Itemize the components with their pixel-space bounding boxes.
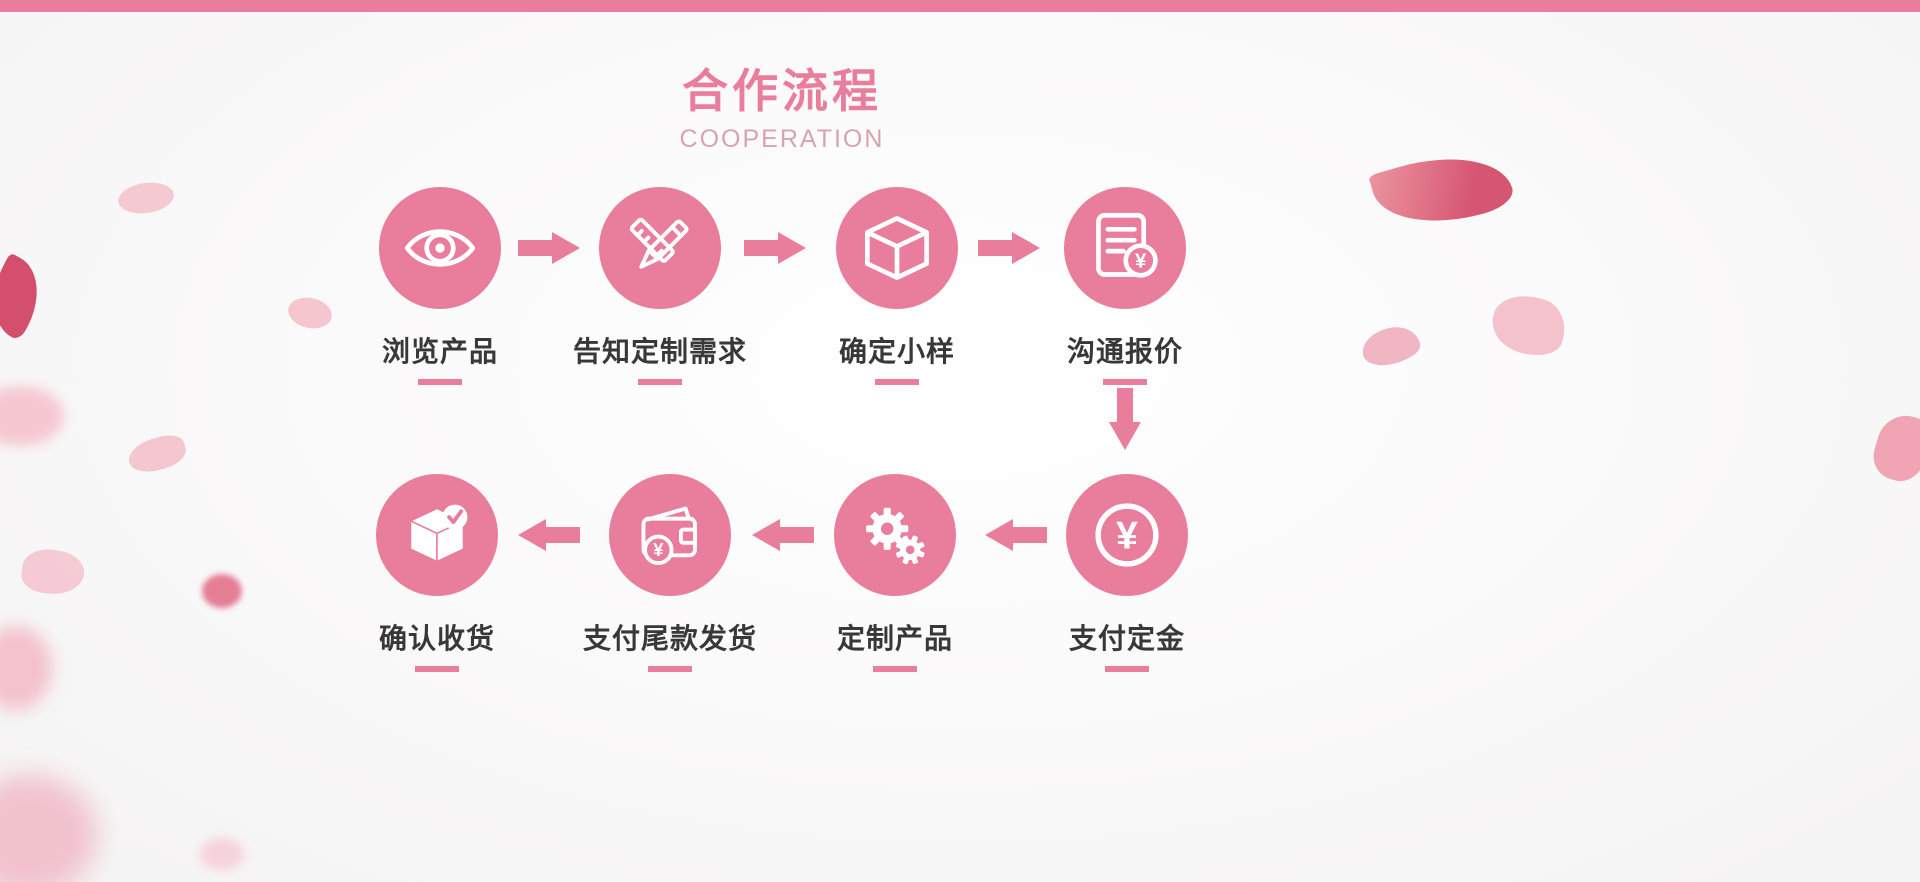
petal-decoration bbox=[1359, 323, 1423, 369]
petal-decoration bbox=[202, 574, 242, 608]
cube-icon bbox=[865, 216, 929, 280]
petal-decoration bbox=[1484, 285, 1574, 365]
step-pay-balance-ship: ¥ 支付尾款发货 bbox=[550, 474, 790, 672]
gears-icon bbox=[866, 507, 925, 565]
arrow-left-icon bbox=[752, 515, 814, 555]
step-confirm-sample: 确定小样 bbox=[777, 187, 1017, 385]
step-underline bbox=[875, 379, 919, 385]
step-circle: ¥ bbox=[609, 474, 731, 596]
arrow-left-icon bbox=[518, 515, 580, 555]
step-circle: ¥ bbox=[1066, 474, 1188, 596]
step-circle bbox=[379, 187, 501, 309]
step-circle bbox=[836, 187, 958, 309]
yen-coin-icon: ¥ bbox=[1095, 503, 1159, 567]
arrow-left-icon bbox=[985, 515, 1047, 555]
svg-text:¥: ¥ bbox=[1135, 251, 1147, 273]
page-subtitle: COOPERATION bbox=[679, 124, 885, 153]
petal-decoration bbox=[116, 179, 176, 217]
arrow-right-icon bbox=[744, 228, 806, 268]
step-circle bbox=[376, 474, 498, 596]
svg-text:¥: ¥ bbox=[1116, 514, 1138, 557]
step-circle bbox=[834, 474, 956, 596]
quote-document-icon: ¥ bbox=[1096, 212, 1158, 278]
petal-decoration bbox=[1368, 138, 1517, 242]
step-underline bbox=[415, 666, 459, 672]
petal-decoration bbox=[124, 431, 190, 477]
eye-icon bbox=[404, 229, 476, 267]
step-underline bbox=[873, 666, 917, 672]
svg-text:¥: ¥ bbox=[653, 539, 664, 560]
pencil-ruler-icon bbox=[629, 217, 689, 269]
step-custom-production: 定制产品 bbox=[775, 474, 1015, 672]
petal-decoration bbox=[200, 838, 244, 870]
step-custom-requirements: 告知定制需求 bbox=[540, 187, 780, 385]
petal-decoration bbox=[19, 545, 87, 599]
step-label: 支付定金 bbox=[1068, 623, 1185, 654]
petal-decoration bbox=[0, 775, 97, 882]
step-pay-deposit: ¥ 支付定金 bbox=[1007, 474, 1247, 672]
delivery-check-icon bbox=[409, 504, 468, 563]
step-label: 浏览产品 bbox=[381, 336, 498, 367]
step-label: 确定小样 bbox=[838, 336, 955, 367]
step-underline bbox=[638, 379, 682, 385]
step-label: 定制产品 bbox=[836, 623, 953, 654]
step-label: 告知定制需求 bbox=[572, 336, 747, 367]
petal-decoration bbox=[0, 252, 55, 342]
top-accent-bar bbox=[0, 0, 1920, 12]
wallet-yen-icon: ¥ bbox=[641, 506, 697, 566]
step-underline bbox=[1105, 666, 1149, 672]
step-quote: ¥ 沟通报价 bbox=[1005, 187, 1245, 385]
step-label: 支付尾款发货 bbox=[582, 623, 757, 654]
step-circle bbox=[599, 187, 721, 309]
step-browse-products: 浏览产品 bbox=[320, 187, 560, 385]
petal-decoration bbox=[0, 626, 52, 710]
page-title: 合作流程 bbox=[682, 65, 882, 117]
step-underline bbox=[1103, 379, 1147, 385]
arrow-down-icon bbox=[1105, 388, 1145, 450]
step-underline bbox=[418, 379, 462, 385]
step-label: 沟通报价 bbox=[1066, 336, 1183, 367]
step-label: 确认收货 bbox=[378, 623, 495, 654]
section-header: 合作流程 COOPERATION bbox=[582, 66, 982, 154]
step-underline bbox=[648, 666, 692, 672]
step-confirm-receipt: 确认收货 bbox=[317, 474, 557, 672]
step-circle: ¥ bbox=[1064, 187, 1186, 309]
arrow-right-icon bbox=[978, 228, 1040, 268]
arrow-right-icon bbox=[518, 228, 580, 268]
petal-decoration bbox=[1867, 409, 1920, 487]
petal-decoration bbox=[0, 386, 64, 446]
